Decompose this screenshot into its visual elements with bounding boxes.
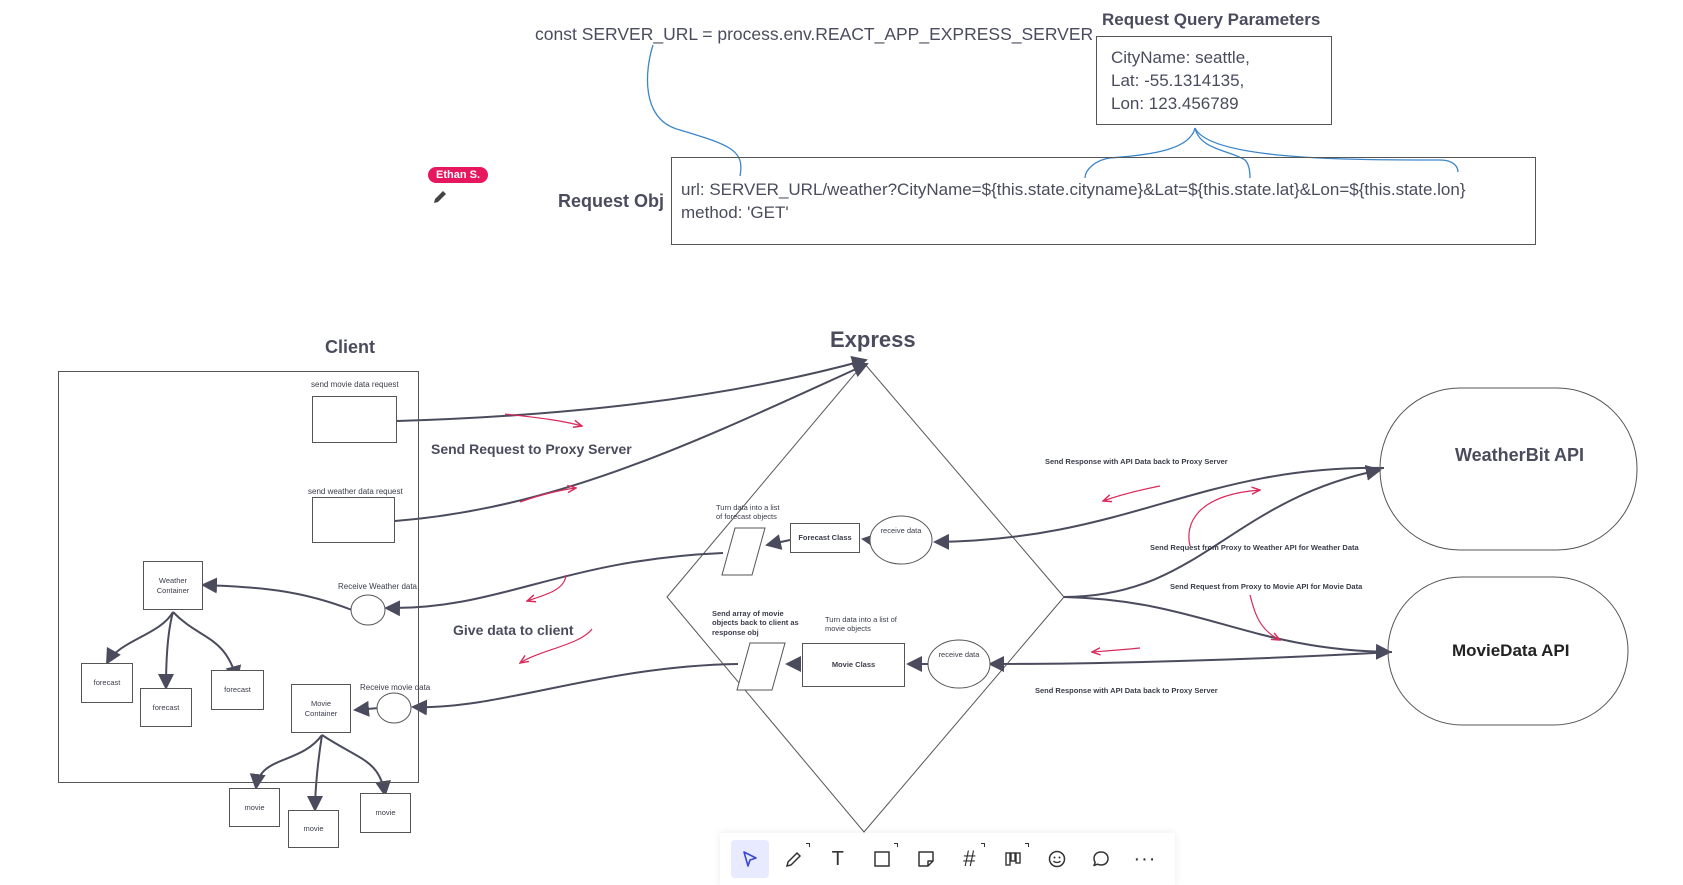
give-to-client-label: Give data to client	[453, 622, 574, 638]
movie-list-shape	[736, 642, 786, 691]
receive-movie-label: Receive movie data	[360, 683, 431, 692]
kanban-icon	[1005, 852, 1021, 866]
submenu-indicator	[981, 843, 986, 847]
forecast-class-box: Forecast Class	[790, 523, 860, 553]
moviedata-api-label: MovieData API	[1452, 641, 1570, 660]
response-weather-label: Send Response with API Data back to Prox…	[1045, 457, 1228, 466]
turn-movie-label: Turn data into a list of movie objects	[825, 615, 897, 634]
comment-icon	[1093, 851, 1109, 867]
request-url: url: SERVER_URL/weather?CityName=${this.…	[681, 180, 1466, 199]
sticker-tool-button[interactable]	[1038, 840, 1076, 878]
send-weather-label: send weather data request	[308, 487, 403, 496]
request-method: method: 'GET'	[681, 203, 789, 222]
client-frame	[58, 371, 419, 783]
pencil-icon	[432, 189, 448, 210]
pen-tool-button[interactable]	[775, 840, 813, 878]
forecast-box: forecast	[140, 688, 192, 727]
select-tool-button[interactable]	[730, 840, 769, 878]
request-movie-label: Send Request from Proxy to Movie API for…	[1170, 582, 1363, 591]
template-tool-button[interactable]	[994, 840, 1032, 878]
weatherbit-api-label: WeatherBit API	[1455, 445, 1585, 465]
query-params-box: CityName: seattle, Lat: -55.1314135, Lon…	[1096, 36, 1332, 125]
movie-class-box: Movie Class	[802, 643, 905, 687]
query-param-lat: Lat: -55.1314135,	[1111, 71, 1245, 90]
text-icon: T	[831, 847, 844, 870]
square-icon	[873, 851, 890, 867]
movie-box: movie	[229, 788, 280, 827]
receive-data-label: receive data	[938, 650, 980, 659]
shape-tool-button[interactable]	[863, 840, 901, 878]
send-weather-request-box	[312, 497, 395, 543]
frame-icon: #	[963, 846, 976, 871]
server-url-code: const SERVER_URL = process.env.REACT_APP…	[535, 24, 1094, 44]
query-param-cityname: CityName: seattle,	[1111, 48, 1250, 67]
movie-container-box: Movie Container	[291, 684, 351, 733]
receive-data-label: receive data	[880, 526, 922, 535]
more-icon: ···	[1133, 847, 1157, 870]
bottom-toolbar: T # ···	[720, 833, 1175, 885]
query-params-title: Request Query Parameters	[1102, 10, 1321, 29]
sticky-note-tool-button[interactable]	[907, 840, 945, 878]
more-tool-button[interactable]: ···	[1126, 840, 1164, 878]
send-movie-label: send movie data request	[311, 380, 399, 389]
query-param-lon: Lon: 123.456789	[1111, 94, 1239, 113]
submenu-indicator	[1025, 843, 1030, 847]
client-title: Client	[325, 337, 376, 357]
moviedata-api-shape	[1387, 576, 1629, 726]
send-array-label: Send array of movie objects back to clie…	[712, 609, 799, 637]
express-title: Express	[830, 327, 916, 352]
pen-icon	[785, 851, 801, 868]
request-obj-label: Request Obj	[558, 191, 665, 211]
submenu-indicator	[805, 843, 810, 847]
submenu-indicator	[893, 843, 898, 847]
movie-box: movie	[360, 793, 411, 833]
sticky-note-icon	[917, 851, 934, 867]
text-tool-button[interactable]: T	[819, 840, 857, 878]
cursor-icon	[743, 851, 757, 867]
send-to-proxy-label: Send Request to Proxy Server	[431, 441, 632, 457]
forecast-box: forecast	[81, 663, 133, 703]
movie-box: movie	[288, 810, 339, 848]
turn-forecast-label: Turn data into a list of forecast object…	[716, 503, 780, 522]
forecast-list-shape	[721, 527, 766, 576]
sticker-icon	[1048, 850, 1066, 868]
request-weather-label: Send Request from Proxy to Weather API f…	[1150, 543, 1359, 552]
collaborator-badge: Ethan S.	[428, 167, 489, 183]
collaborator-cursor: Ethan S.	[428, 165, 489, 183]
weather-container-box: Weather Container	[143, 561, 203, 610]
weatherbit-api-shape	[1379, 387, 1638, 551]
frame-tool-button[interactable]: #	[950, 840, 988, 878]
forecast-box: forecast	[211, 670, 264, 710]
comment-tool-button[interactable]	[1082, 840, 1120, 878]
response-movie-label: Send Response with API Data back to Prox…	[1035, 686, 1218, 695]
send-movie-request-box	[312, 396, 397, 443]
receive-weather-label: Receive Weather data	[338, 582, 418, 591]
request-obj-box: url: SERVER_URL/weather?CityName=${this.…	[671, 157, 1536, 245]
